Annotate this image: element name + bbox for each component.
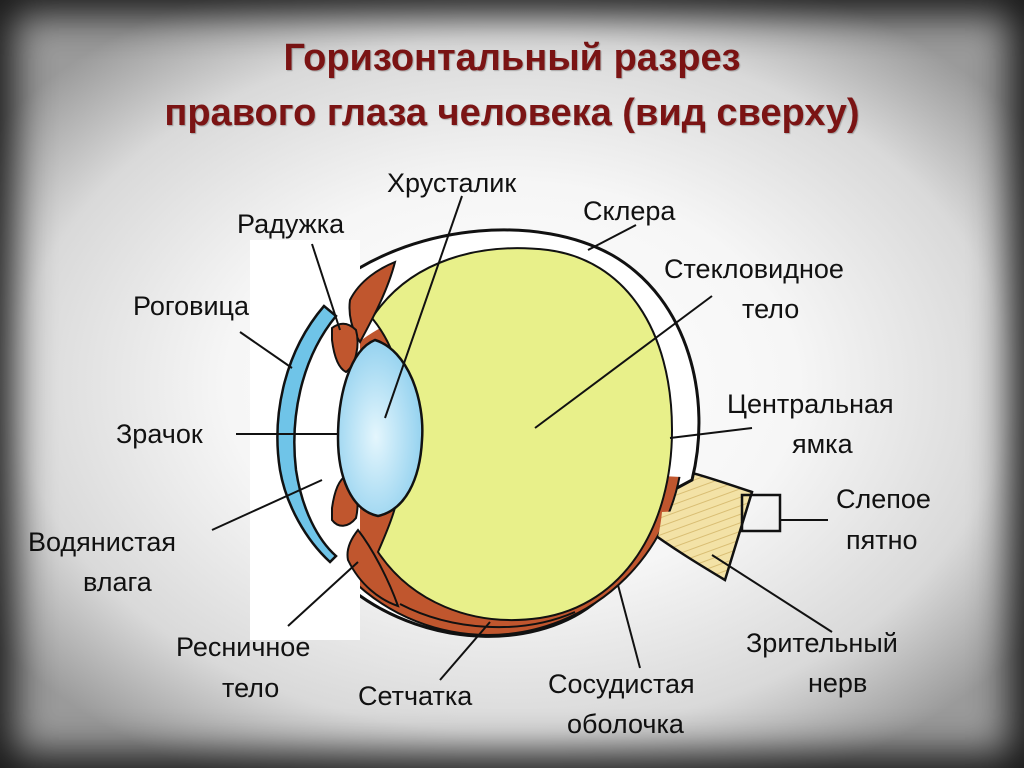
label-pupil: Зрачок — [116, 419, 203, 449]
pointer-optic-nerve — [711, 554, 833, 633]
lens — [336, 338, 424, 518]
label-sclera: Склера — [583, 196, 676, 226]
pointer-aqueous — [211, 479, 323, 531]
label-choroid-1: Сосудистая — [548, 669, 695, 699]
label-aqueous-1: Водянистая — [28, 527, 176, 557]
label-optic-nerve-1: Зрительный — [746, 628, 898, 658]
label-choroid-2: оболочка — [567, 709, 684, 739]
pointer-ciliary — [287, 561, 359, 627]
ciliary-body-lower — [346, 528, 400, 608]
label-fovea-2: ямка — [792, 429, 853, 459]
label-blind-spot-1: Слепое — [836, 484, 931, 514]
label-vitreous-2: тело — [742, 294, 800, 324]
label-iris: Радужка — [237, 209, 345, 239]
label-ciliary-1: Ресничное — [176, 632, 311, 662]
label-cornea: Роговица — [133, 291, 250, 321]
pointer-lens — [384, 195, 463, 419]
pointer-fovea — [669, 427, 753, 439]
label-vitreous-1: Стекловидное — [664, 254, 844, 284]
label-aqueous-2: влага — [83, 567, 152, 597]
label-lens: Хрусталик — [387, 168, 517, 198]
pointer-cornea — [239, 331, 293, 369]
pointer-sclera — [587, 224, 637, 251]
cornea — [276, 304, 338, 564]
label-retina: Сетчатка — [358, 681, 473, 711]
ciliary-body-upper — [348, 260, 397, 344]
label-fovea-1: Центральная — [727, 389, 894, 419]
title-line-1: Горизонтальный разрез — [283, 37, 741, 79]
label-optic-nerve-2: нерв — [808, 668, 868, 698]
pointer-retina — [439, 621, 491, 681]
label-blind-spot-2: пятно — [846, 525, 918, 555]
pointer-vitreous — [534, 295, 713, 429]
pointer-lines — [211, 195, 833, 681]
blind-spot-box — [740, 493, 782, 533]
label-ciliary-2: тело — [222, 673, 280, 703]
pointer-choroid — [617, 584, 641, 669]
pointer-iris — [311, 243, 341, 331]
title-line-2: правого глаза человека (вид сверху) — [164, 92, 860, 134]
